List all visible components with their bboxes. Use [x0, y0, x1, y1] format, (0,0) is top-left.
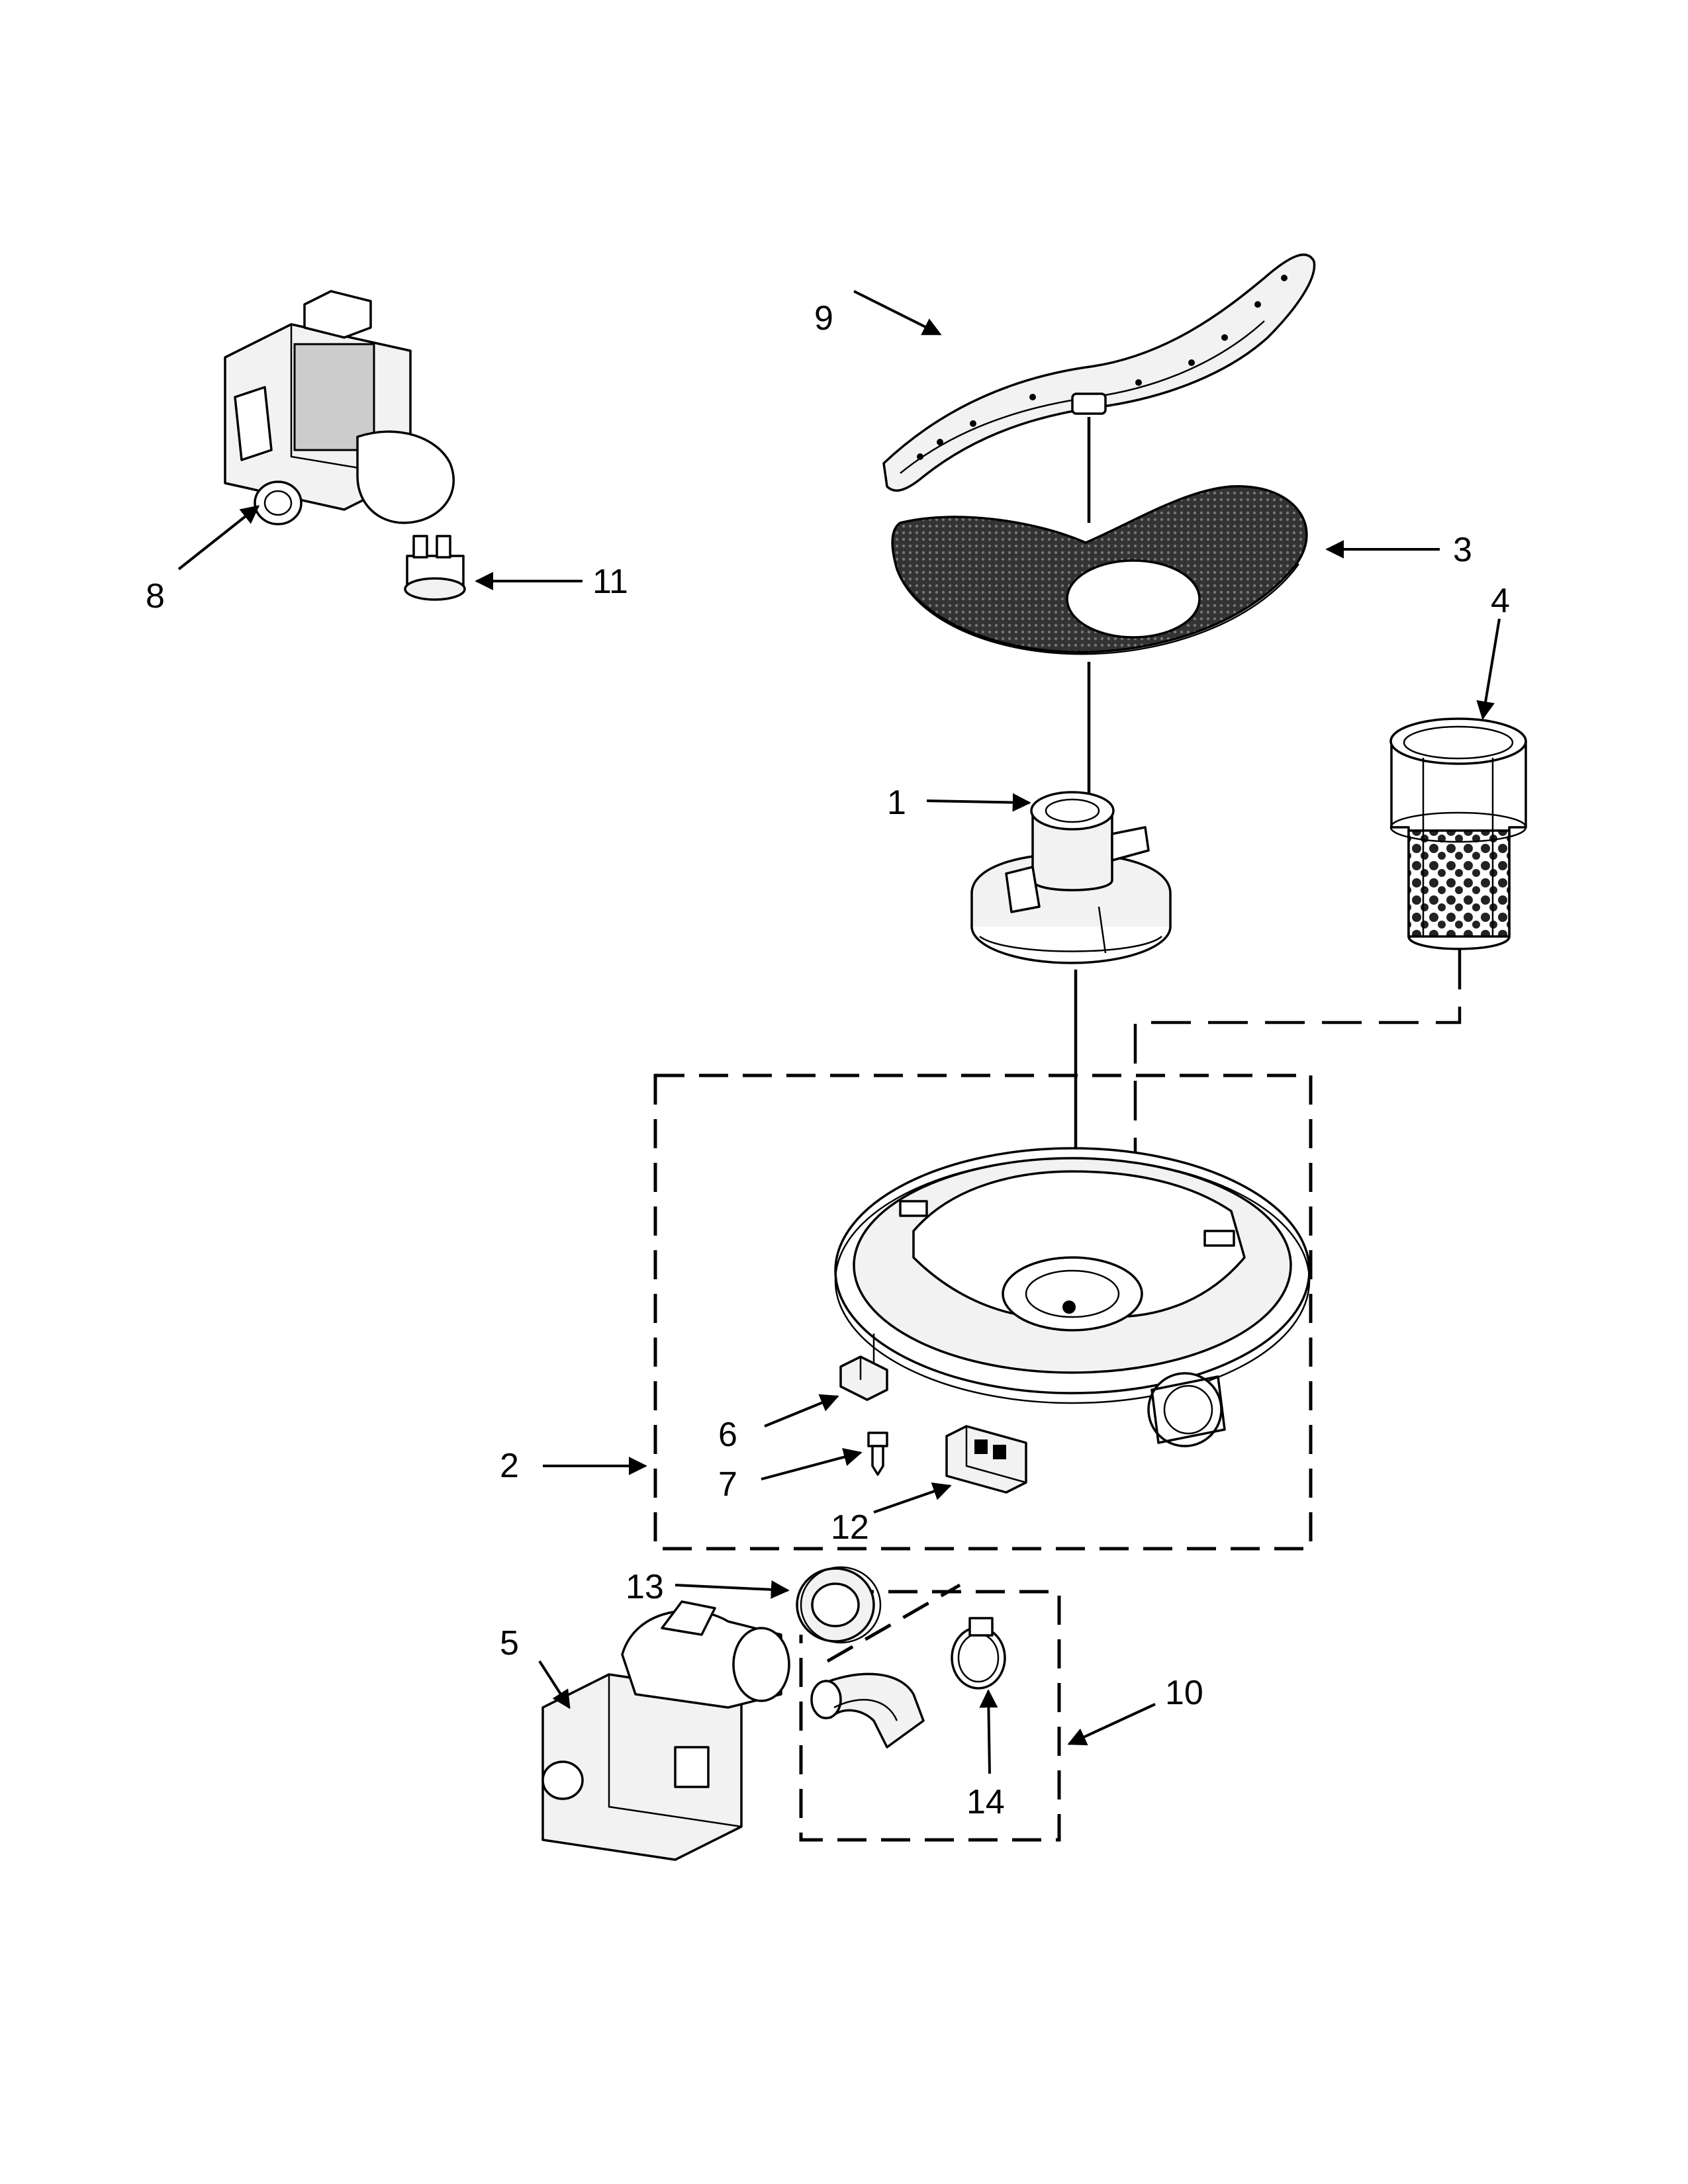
hose-assembly-group-box	[799, 1590, 1061, 1842]
part-12-connector-block	[945, 1425, 1027, 1494]
part-8-drain-pump	[224, 290, 455, 525]
part-4-fine-filter	[1389, 717, 1527, 950]
part-9-spray-arm	[882, 253, 1316, 492]
callout-12: 12	[831, 1508, 869, 1547]
part-3-filter-screen	[891, 485, 1308, 655]
callout-14: 14	[966, 1783, 1005, 1821]
callout-8: 8	[146, 577, 165, 615]
leader-10	[1067, 1703, 1156, 1746]
part-10-hose-elbow	[810, 1672, 925, 1749]
part-1-filter-housing	[970, 791, 1172, 964]
leader-7	[761, 1447, 863, 1480]
callout-3: 3	[1453, 531, 1472, 569]
part-5-circulation-pump	[541, 1600, 790, 1861]
callout-7: 7	[718, 1465, 737, 1504]
leader-8	[177, 505, 260, 570]
part-14-hose-clamp	[951, 1617, 1006, 1690]
leader-13	[675, 1580, 790, 1599]
leader-4	[1476, 618, 1501, 720]
sump-assembly-group-box	[653, 1073, 1313, 1551]
callout-10: 10	[1165, 1674, 1203, 1712]
callout-1: 1	[887, 784, 906, 822]
connector-4-2	[1133, 950, 1462, 1238]
part-2-sump	[834, 1147, 1311, 1447]
leader-6	[764, 1394, 839, 1428]
callout-6: 6	[718, 1416, 737, 1454]
callout-4: 4	[1491, 582, 1510, 620]
callout-5: 5	[500, 1624, 519, 1662]
callout-11: 11	[592, 563, 628, 601]
leader-14	[979, 1689, 998, 1774]
callout-13: 13	[626, 1568, 664, 1606]
part-6-sensor	[839, 1334, 888, 1401]
part-11-float-switch	[404, 535, 466, 601]
part-7-screw	[867, 1432, 888, 1476]
callout-9: 9	[814, 299, 833, 338]
leader-5	[538, 1660, 571, 1709]
leader-12	[873, 1482, 952, 1514]
leader-1	[926, 793, 1031, 812]
callout-2: 2	[500, 1447, 519, 1485]
part-13-seal-ring	[796, 1566, 882, 1644]
leader-9	[853, 290, 942, 336]
